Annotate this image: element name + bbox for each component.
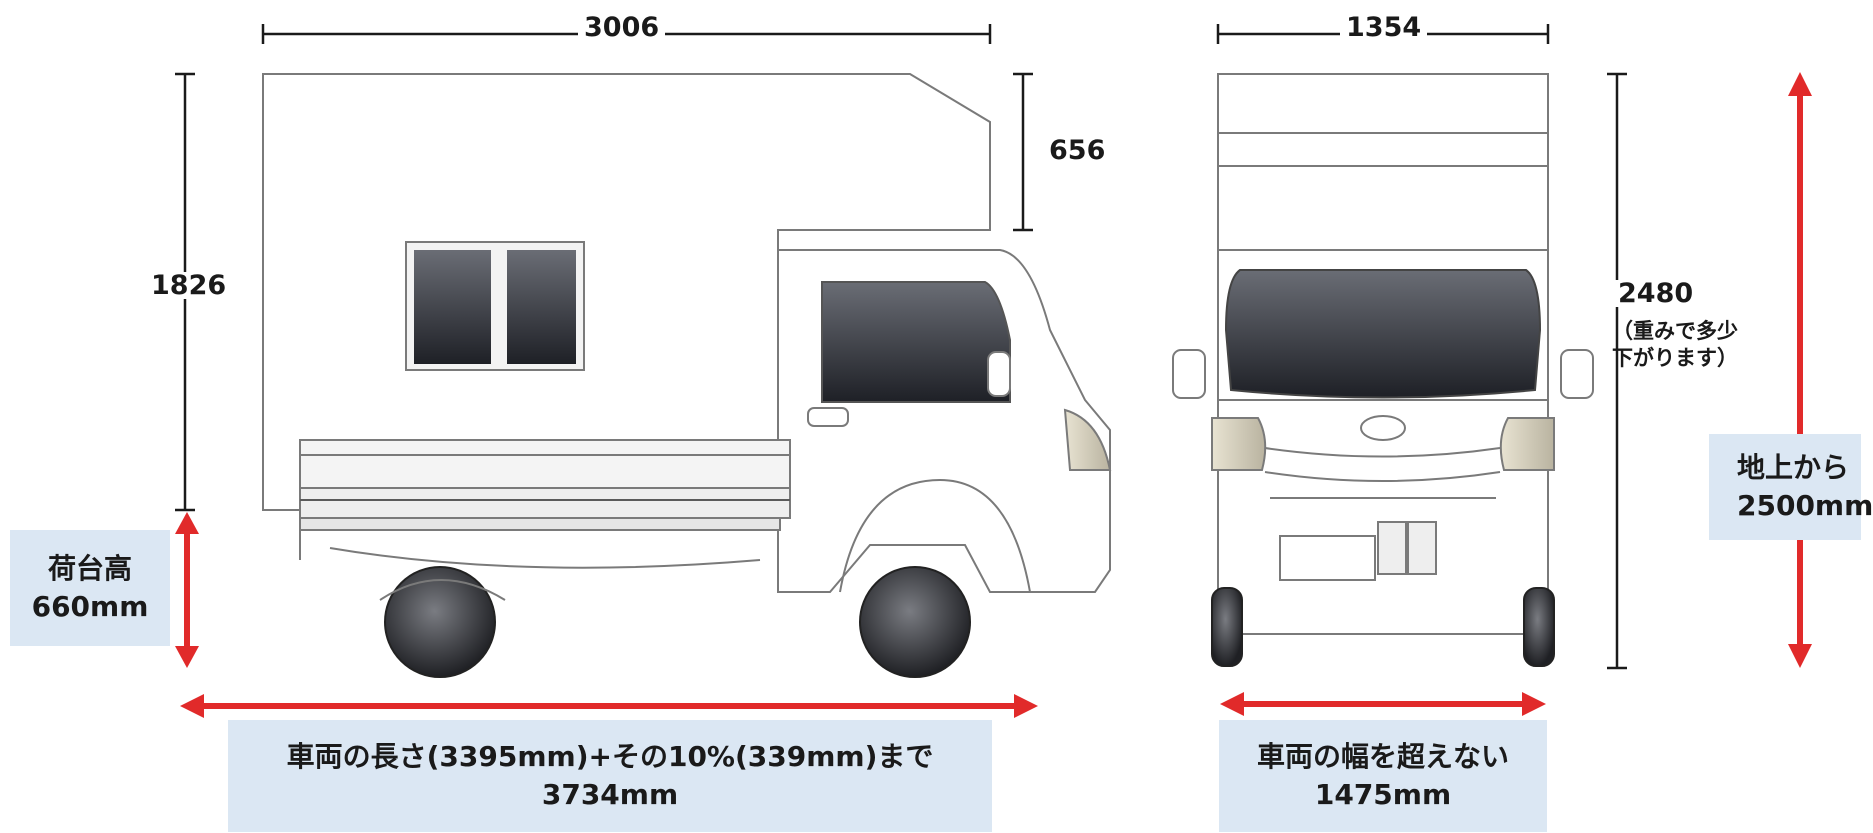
front-height-note: （重みで多少 下がります）: [1612, 318, 1738, 373]
bed-height-arrow: [175, 512, 199, 668]
front-height-label: 2480: [1612, 280, 1700, 307]
width-limit-box: 車両の幅を超えない 1475mm: [1219, 720, 1547, 832]
ground-height-title: 地上から: [1737, 451, 1850, 485]
length-limit-box: 車両の長さ(3395mm)+その10%(339mm)まで 3734mm: [228, 720, 992, 832]
bed-height-value: 660mm: [31, 590, 149, 623]
front-height-note-line2: 下がります）: [1612, 346, 1738, 371]
front-view-truck: [1172, 73, 1594, 667]
front-height-note-line1: （重みで多少: [1612, 319, 1738, 343]
ground-height-arrow: [1788, 72, 1812, 668]
length-limit-value: 3734mm: [541, 778, 679, 811]
side-view-truck: [262, 73, 1112, 678]
side-top-width-label: 3006: [578, 14, 666, 41]
front-height-dimension: [1607, 72, 1627, 670]
ground-height-value: 2500mm: [1737, 489, 1873, 522]
width-limit-arrow: [1220, 692, 1546, 716]
width-limit-value: 1475mm: [1314, 778, 1452, 811]
bed-height-title: 荷台高: [47, 552, 132, 586]
length-limit-arrow: [180, 694, 1038, 718]
side-body-height-label: 1826: [145, 272, 233, 299]
bed-height-box: 荷台高 660mm: [10, 530, 170, 646]
side-overcab-height-label: 656: [1049, 135, 1106, 166]
ground-height-box: 地上から 2500mm: [1709, 434, 1873, 540]
width-limit-title: 車両の幅を超えない: [1256, 740, 1509, 774]
length-limit-title: 車両の長さ(3395mm)+その10%(339mm)まで: [286, 740, 934, 774]
side-overcab-dimension: [1013, 72, 1033, 232]
front-top-width-label: 1354: [1340, 14, 1428, 41]
